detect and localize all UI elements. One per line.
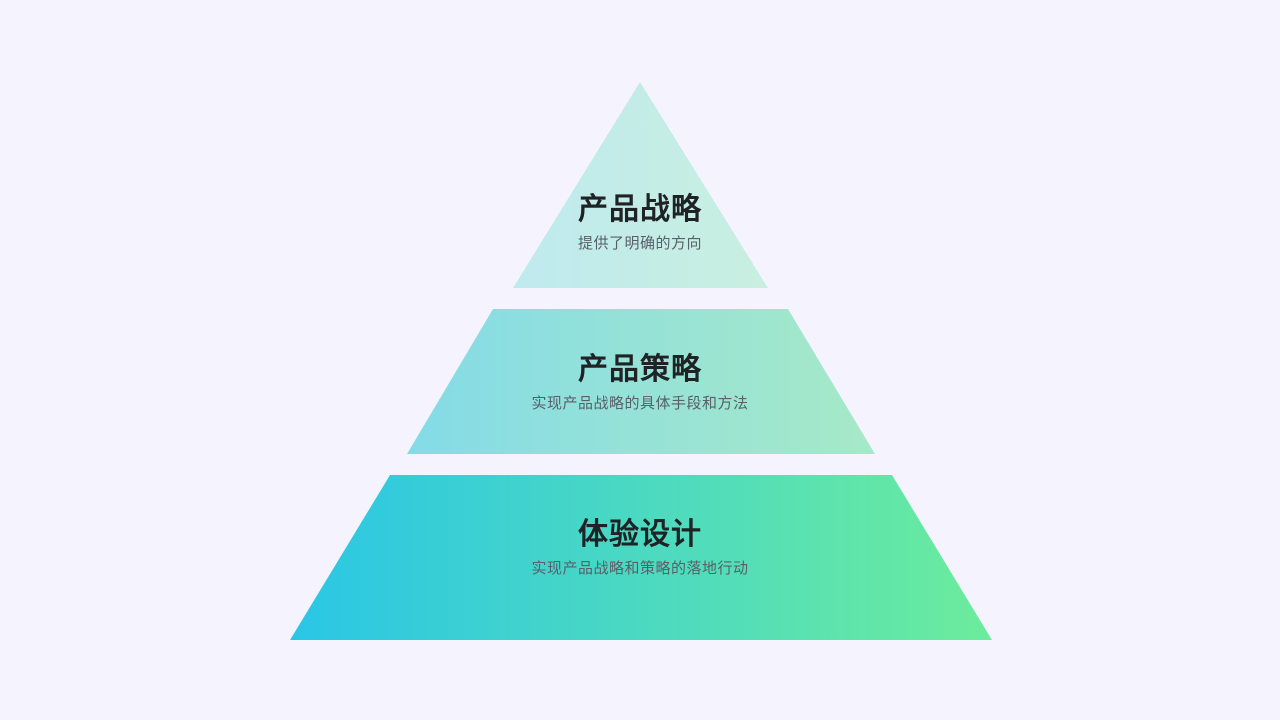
pyramid-tier-3-shape[interactable] [290,475,992,640]
pyramid-tier-2-shape[interactable] [407,309,875,454]
pyramid-tier-1-shape[interactable] [513,82,768,288]
